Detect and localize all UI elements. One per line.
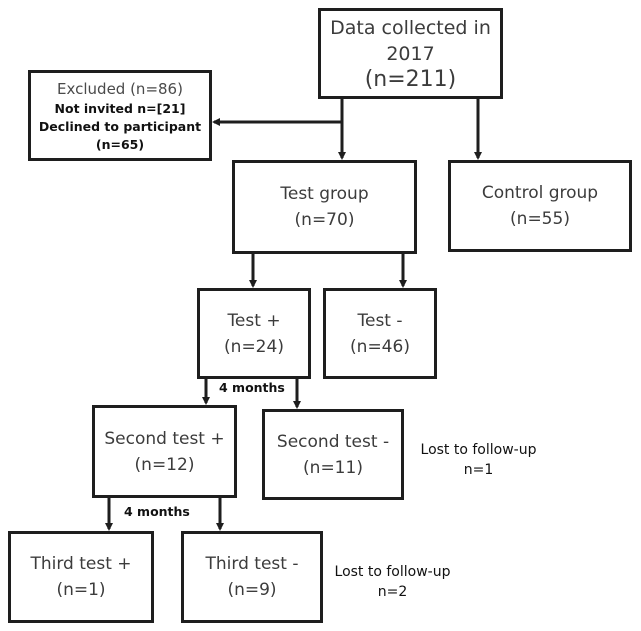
- node-label: Test +: [227, 310, 281, 331]
- node-control-group: Control group (n=55): [448, 160, 632, 252]
- note-label: Lost to follow-up: [334, 564, 451, 580]
- interval-label: 4 months: [219, 380, 285, 395]
- lost-to-followup-note: Lost to follow-up n=1: [416, 440, 541, 480]
- node-count: (n=12): [134, 454, 195, 475]
- node-third-test-positive: Third test + (n=1): [8, 531, 154, 623]
- node-detail: Declined to participant: [38, 118, 202, 134]
- node-label: Second test -: [276, 431, 390, 452]
- note-label: Lost to follow-up: [420, 442, 537, 458]
- node-title: Excluded (n=86): [57, 79, 183, 98]
- node-count: (n=24): [224, 336, 284, 357]
- node-second-test-positive: Second test + (n=12): [92, 405, 237, 498]
- node-label: 2017: [386, 42, 435, 65]
- node-count: (n=211): [364, 66, 457, 92]
- node-count: (n=70): [294, 210, 355, 230]
- node-test-group: Test group (n=70): [232, 160, 417, 254]
- node-count: (n=1): [56, 580, 106, 600]
- note-count: n=2: [377, 584, 408, 600]
- node-label: Test -: [357, 310, 403, 331]
- node-data-collected: Data collected in 2017 (n=211): [318, 8, 503, 99]
- node-third-test-negative: Third test - (n=9): [181, 531, 323, 623]
- node-test-positive: Test + (n=24): [197, 288, 311, 379]
- node-count: (n=11): [303, 457, 363, 478]
- node-count: (n=46): [350, 336, 410, 357]
- node-count: (n=9): [227, 580, 277, 600]
- node-label: Third test -: [205, 554, 299, 574]
- node-excluded: Excluded (n=86) Not invited n=[21] Decli…: [28, 70, 212, 161]
- node-label: Control group: [481, 183, 599, 203]
- node-label: Second test +: [104, 428, 225, 449]
- lost-to-followup-note: Lost to follow-up n=2: [330, 562, 455, 602]
- node-label: Third test +: [30, 554, 132, 574]
- note-count: n=1: [463, 462, 494, 478]
- node-detail: (n=65): [95, 136, 145, 152]
- node-label: Data collected in: [330, 16, 491, 39]
- node-label: Test group: [280, 184, 369, 204]
- node-second-test-negative: Second test - (n=11): [262, 409, 404, 500]
- node-test-negative: Test - (n=46): [323, 288, 437, 379]
- node-detail: Not invited n=[21]: [54, 100, 186, 116]
- interval-label: 4 months: [124, 504, 190, 519]
- node-count: (n=55): [510, 209, 570, 229]
